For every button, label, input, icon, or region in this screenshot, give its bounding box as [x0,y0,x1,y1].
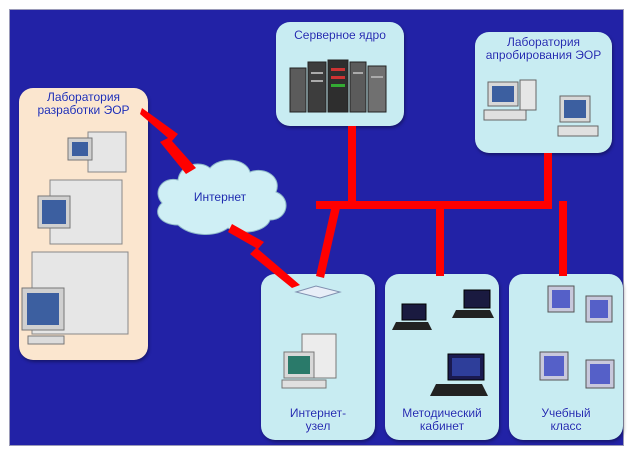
method-room-label: Методический кабинет [402,406,482,433]
classroom-box: Учебный класс [509,274,623,440]
classroom-label: Учебный класс [541,406,591,433]
internet-cloud-label: Интернет [193,190,247,204]
server-core-box: Серверное ядро [276,22,404,126]
method-room-box: Методический кабинет [385,274,499,440]
lab-development-box: Лаборатория разработки ЭОР [19,88,148,360]
internet-node-label: Интернет- узел [289,406,347,433]
internet-node-box: Интернет- узел [261,274,375,440]
lab-approbation-box: Лаборатория апробирования ЭОР [475,32,612,153]
lab-approbation-label: Лаборатория апробирования ЭОР [485,35,602,62]
lab-development-label: Лаборатория разработки ЭОР [37,90,130,117]
server-core-label: Серверное ядро [294,28,386,42]
